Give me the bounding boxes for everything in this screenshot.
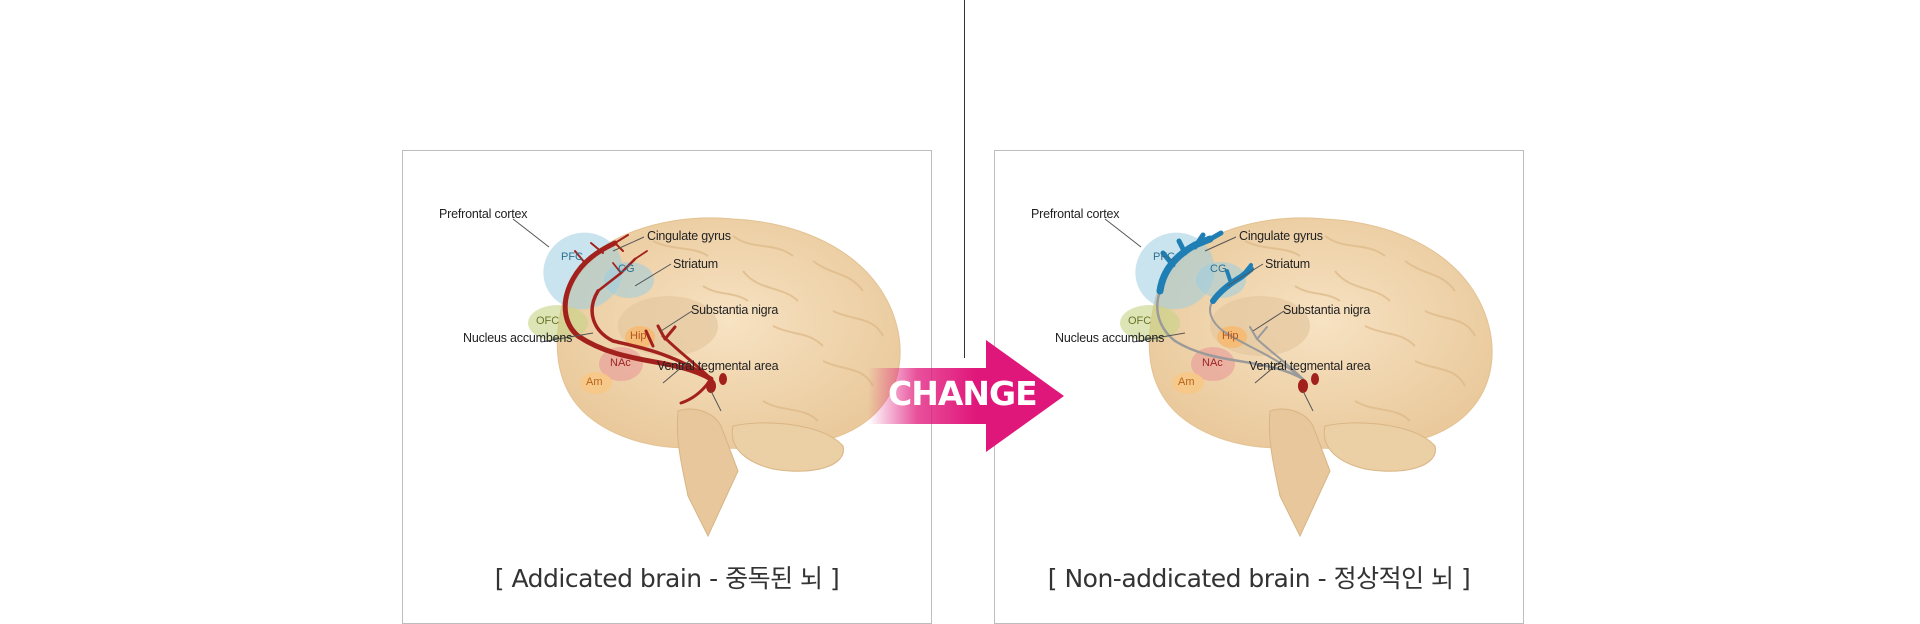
label-nucleus-accumbens: Nucleus accumbens [1055, 331, 1165, 345]
brain-stem-shape [1268, 408, 1331, 538]
vta-node [706, 379, 716, 393]
cerebellum-shape [1323, 422, 1436, 472]
normal-caption: [ Non-addicated brain - 정상적인 뇌 ] [1047, 564, 1471, 593]
am-region [580, 372, 612, 394]
region-nac: NAc [1202, 357, 1223, 369]
region-pfc: PFC [561, 251, 583, 263]
divider-line [964, 0, 965, 358]
label-prefrontal-cortex: Prefrontal cortex [1031, 207, 1120, 221]
brain-stem-shape [676, 408, 739, 538]
region-am: Am [586, 376, 603, 388]
label-ventral-tegmental-area: Ventral tegmental area [1249, 359, 1371, 373]
substantia-nigra-node [1311, 373, 1319, 385]
substantia-nigra-node [719, 373, 727, 385]
region-hip: Hip [630, 330, 647, 342]
label-prefrontal-cortex: Prefrontal cortex [439, 207, 528, 221]
region-nac: NAc [610, 357, 631, 369]
label-striatum: Striatum [673, 257, 718, 271]
am-region [1172, 372, 1204, 394]
label-substantia-nigra: Substantia nigra [1283, 303, 1371, 317]
cg-region [1196, 262, 1246, 298]
normal-brain-panel: Prefrontal cortex Cingulate gyrus Striat… [994, 150, 1524, 624]
cg-region [604, 262, 654, 298]
label-cingulate-gyrus: Cingulate gyrus [647, 229, 731, 243]
label-substantia-nigra: Substantia nigra [691, 303, 779, 317]
label-cingulate-gyrus: Cingulate gyrus [1239, 229, 1323, 243]
vta-node [1298, 379, 1308, 393]
normal-brain-illustration [1104, 217, 1493, 538]
region-hip: Hip [1222, 330, 1239, 342]
dopamine-pathway [562, 234, 714, 405]
label-nucleus-accumbens: Nucleus accumbens [463, 331, 573, 345]
region-ofc: OFC [1128, 315, 1152, 327]
cerebellum-shape [731, 422, 844, 472]
addicted-brain-panel: Prefrontal cortex Cingulate gyrus Striat… [402, 150, 932, 624]
region-pfc: PFC [1153, 251, 1175, 263]
addicted-brain-illustration [512, 217, 901, 538]
region-cg: CG [618, 263, 635, 275]
label-ventral-tegmental-area: Ventral tegmental area [657, 359, 779, 373]
leader-lines [1104, 218, 1314, 412]
leader-lines [512, 218, 722, 412]
change-label: CHANGE [888, 374, 1038, 413]
region-cg: CG [1210, 263, 1227, 275]
change-arrow-icon [868, 340, 1064, 452]
region-am: Am [1178, 376, 1195, 388]
region-ofc: OFC [536, 315, 560, 327]
nac-region [1191, 347, 1235, 381]
label-striatum: Striatum [1265, 257, 1310, 271]
pfc-region [1135, 232, 1215, 310]
addicted-caption: [ Addicated brain - 중독된 뇌 ] [494, 564, 840, 593]
